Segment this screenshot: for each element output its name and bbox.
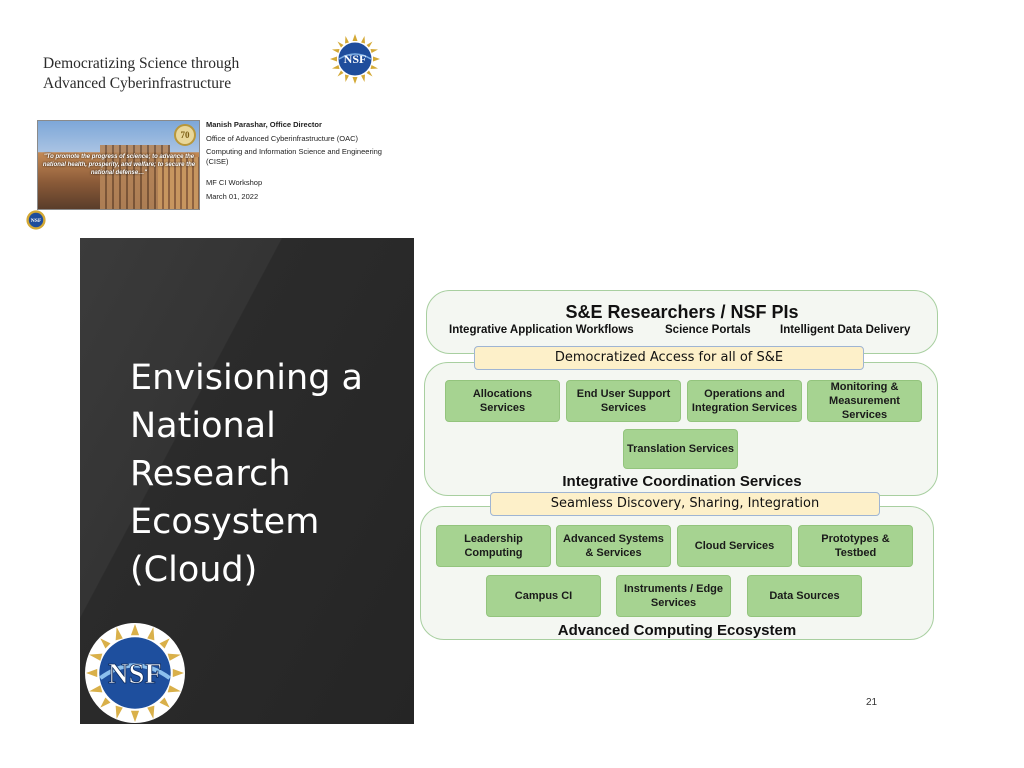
top-item: Integrative Application Workflows: [449, 324, 634, 336]
service-box: Allocations Services: [445, 380, 560, 422]
service-box: Monitoring & Measurement Services: [807, 380, 922, 422]
service-box: End User Support Services: [566, 380, 681, 422]
panel-title-line: National: [130, 406, 276, 446]
speaker-name: Manish Parashar, Office Director: [206, 120, 322, 129]
panel-title-line: Envisioning a: [130, 358, 363, 398]
svg-text:NSF: NSF: [108, 659, 162, 690]
ecosystem-label: Advanced Computing Ecosystem: [557, 622, 797, 639]
page-number: 21: [866, 697, 878, 708]
nsf-logo-icon: NSF: [85, 623, 185, 723]
cover-photo: "To promote the progress of science; to …: [37, 120, 200, 210]
service-box: Advanced Systems & Services: [556, 525, 671, 567]
service-box: Translation Services: [623, 429, 738, 469]
deck-title-line2: Advanced Cyberinfrastructure: [43, 75, 232, 92]
svg-text:NSF: NSF: [344, 52, 367, 66]
mission-quote: "To promote the progress of science; to …: [42, 154, 196, 176]
building-image-annex: [158, 157, 199, 209]
event-date: March 01, 2022: [206, 191, 259, 201]
speaker-directorate: Computing and Information Science and En…: [206, 147, 382, 166]
top-item: Science Portals: [665, 324, 751, 336]
service-box: Data Sources: [747, 575, 862, 617]
service-box: Leadership Computing: [436, 525, 551, 567]
panel-title-line: (Cloud): [130, 550, 258, 590]
nsf-seal-icon: NSF: [330, 34, 380, 84]
service-box: Campus CI: [486, 575, 601, 617]
title-panel: Envisioning a National Research Ecosyste…: [80, 238, 414, 724]
event-name: MF CI Workshop: [206, 178, 263, 187]
speaker-office: Office of Advanced Cyberinfrastructure (…: [206, 133, 359, 143]
coordination-label: Integrative Coordination Services: [562, 473, 802, 490]
panel-title-line: Ecosystem: [130, 502, 320, 542]
service-box: Instruments / Edge Services: [616, 575, 731, 617]
researchers-title: S&E Researchers / NSF PIs: [565, 302, 799, 322]
anniversary-badge: 70: [174, 124, 196, 146]
discovery-strip: Seamless Discovery, Sharing, Integration: [490, 492, 880, 516]
panel-title: Envisioning a National Research Ecosyste…: [130, 354, 400, 594]
deck-title-line1: Democratizing Science through: [43, 55, 240, 72]
panel-title-line: Research: [130, 454, 291, 494]
access-strip: Democratized Access for all of S&E: [474, 346, 864, 370]
speaker-info: Manish Parashar, Office Director Office …: [206, 120, 406, 205]
svg-text:NSF: NSF: [31, 218, 42, 224]
top-item: Intelligent Data Delivery: [780, 324, 911, 336]
service-box: Operations and Integration Services: [687, 380, 802, 422]
nsf-seal-small-icon: NSF: [26, 210, 46, 230]
service-box: Cloud Services: [677, 525, 792, 567]
deck-title: Democratizing Science through Advanced C…: [43, 54, 283, 94]
service-box: Prototypes & Testbed: [798, 525, 913, 567]
